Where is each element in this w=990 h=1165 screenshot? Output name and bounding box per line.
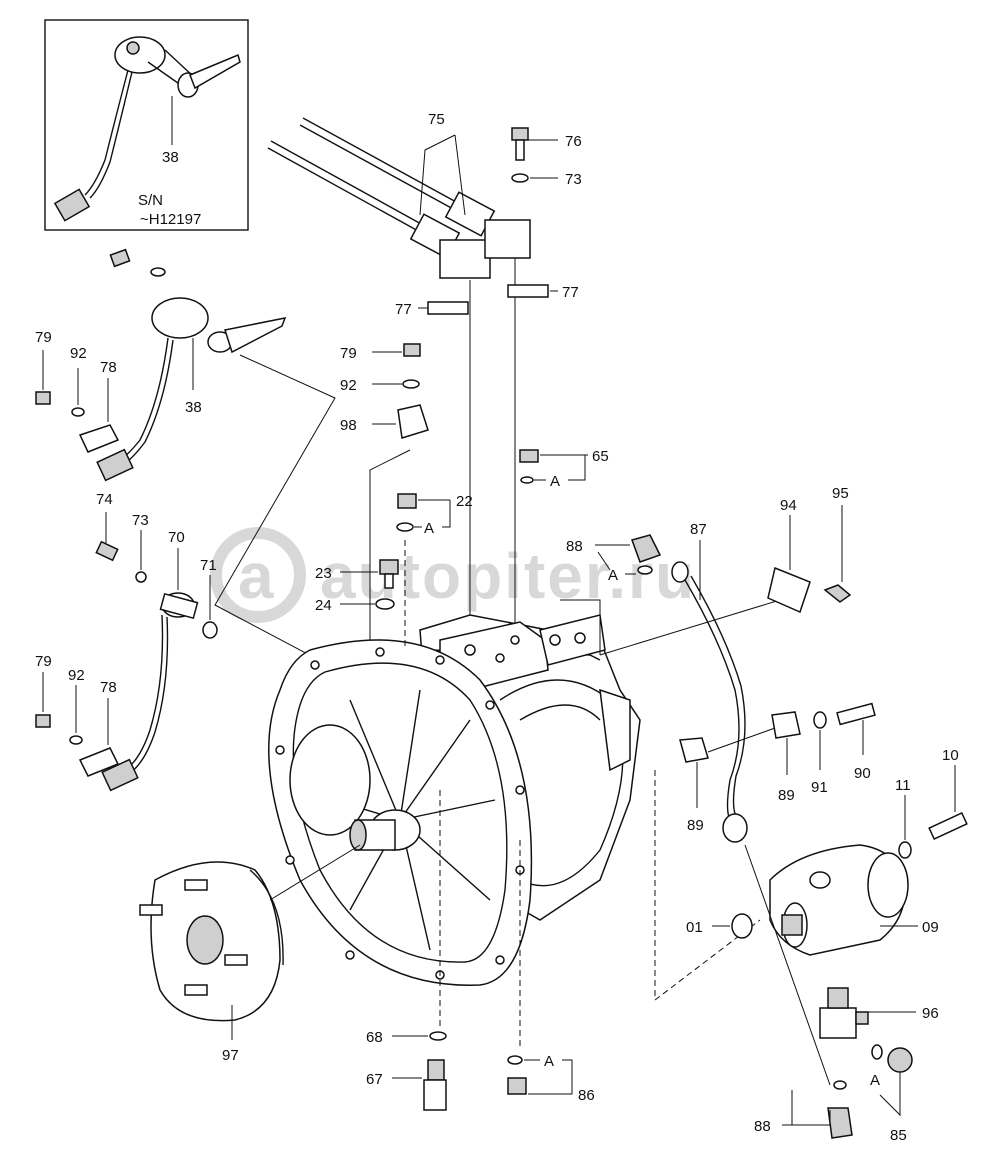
svg-text:86: 86 — [578, 1087, 595, 1104]
svg-text:A: A — [550, 473, 560, 490]
inset-serial-line2: ~H12197 — [140, 211, 201, 228]
bolt-74: 74 — [95, 491, 119, 562]
svg-text:22: 22 — [456, 493, 473, 510]
o-ring-24: 24 — [315, 597, 395, 614]
coupling-97: 97 — [139, 844, 361, 1064]
svg-text:79: 79 — [340, 345, 357, 362]
parts-79-92-78-upper: 79 92 78 — [35, 329, 120, 453]
svg-text:92: 92 — [70, 345, 87, 362]
svg-text:89: 89 — [778, 787, 795, 804]
o-ring-68: 68 — [366, 1029, 447, 1046]
sensor-70: 70 — [101, 529, 199, 792]
svg-text:73: 73 — [132, 512, 149, 529]
dashed-guide-4 — [654, 770, 761, 1002]
svg-text:01: 01 — [686, 919, 703, 936]
watermark: a autopiter.ru — [210, 527, 694, 623]
svg-text:38: 38 — [185, 399, 202, 416]
plug-85: A 85 — [870, 1044, 913, 1144]
svg-text:77: 77 — [562, 284, 579, 301]
transmission-housing — [268, 614, 641, 986]
washer-91: 91 — [811, 711, 828, 796]
solenoid-assembly — [267, 117, 549, 650]
bolt-10: 10 — [928, 747, 968, 841]
parts-79-92-98-middle: 79 92 98 — [340, 343, 429, 439]
svg-text:11: 11 — [895, 777, 911, 794]
plate-94: 94 — [767, 497, 811, 614]
svg-text:77: 77 — [395, 301, 412, 318]
svg-text:89: 89 — [687, 817, 704, 834]
svg-text:92: 92 — [68, 667, 85, 684]
leader-88 — [560, 599, 601, 655]
svg-text:88: 88 — [566, 538, 583, 555]
o-ring-71: 71 — [200, 557, 218, 639]
washer-73-left: 73 — [132, 512, 149, 583]
svg-text:70: 70 — [168, 529, 185, 546]
svg-text:75: 75 — [428, 111, 445, 128]
svg-text:94: 94 — [780, 497, 797, 514]
svg-text:98: 98 — [340, 417, 357, 434]
parts-79-92-78-lower: 79 92 78 — [35, 653, 120, 777]
svg-text:A: A — [608, 567, 618, 584]
svg-text:87: 87 — [690, 521, 707, 538]
svg-text:23: 23 — [315, 565, 332, 582]
inset-border — [44, 19, 249, 231]
o-ring-01: 01 — [686, 913, 753, 939]
svg-text:71: 71 — [200, 557, 217, 574]
fitting-95: 95 — [823, 485, 852, 603]
svg-text:A: A — [544, 1053, 554, 1070]
fitting-96: 96 — [819, 987, 939, 1039]
plug-86: A 86 — [507, 1053, 595, 1104]
leader-hose-to-88 — [744, 844, 831, 1086]
svg-text:96: 96 — [922, 1005, 939, 1022]
fitting-88-upper: 88 A — [566, 534, 662, 584]
callout-75: 75 — [428, 111, 445, 128]
svg-text:79: 79 — [35, 653, 52, 670]
svg-text:24: 24 — [315, 597, 332, 614]
clamps-89: 89 89 — [679, 711, 801, 834]
svg-text:95: 95 — [832, 485, 849, 502]
svg-text:74: 74 — [96, 491, 113, 508]
washer-11: 11 — [895, 777, 912, 859]
bolt-90: 90 — [836, 702, 876, 782]
svg-text:88: 88 — [754, 1118, 771, 1135]
svg-text:A: A — [424, 520, 434, 537]
callouts-77: 77 77 — [395, 284, 579, 318]
sensor-38: 38 — [96, 248, 287, 482]
svg-text:09: 09 — [922, 919, 939, 936]
svg-text:67: 67 — [366, 1071, 383, 1088]
svg-text:79: 79 — [35, 329, 52, 346]
leader-94 — [599, 599, 781, 656]
inset-part-number: 38 — [162, 149, 179, 166]
svg-text:A: A — [870, 1072, 880, 1089]
leader-98 — [369, 449, 411, 640]
svg-text:78: 78 — [100, 679, 117, 696]
bolt-76: 76 — [511, 127, 582, 161]
svg-text:73: 73 — [565, 171, 582, 188]
sensor-67: 67 — [366, 1059, 447, 1111]
svg-text:78: 78 — [100, 359, 117, 376]
plug-22: A 22 — [396, 493, 473, 537]
watermark-at-symbol: a — [238, 540, 276, 612]
svg-text:68: 68 — [366, 1029, 383, 1046]
pump-09: 09 — [769, 844, 939, 956]
svg-text:85: 85 — [890, 1127, 907, 1144]
hose-87: 87 — [671, 521, 748, 843]
svg-text:91: 91 — [811, 779, 828, 796]
washer-73-top: 73 — [511, 171, 582, 188]
svg-text:76: 76 — [565, 133, 582, 150]
plug-65: A 65 — [519, 448, 609, 490]
svg-text:97: 97 — [222, 1047, 239, 1064]
part-23: 23 — [315, 559, 399, 589]
fitting-88-lower: 88 — [754, 1080, 853, 1139]
svg-text:10: 10 — [942, 747, 959, 764]
svg-text:65: 65 — [592, 448, 609, 465]
svg-text:90: 90 — [854, 765, 871, 782]
inset-panel: 38 S/N ~H12197 — [44, 19, 249, 231]
svg-text:92: 92 — [340, 377, 357, 394]
inset-serial-line1: S/N — [138, 192, 163, 209]
